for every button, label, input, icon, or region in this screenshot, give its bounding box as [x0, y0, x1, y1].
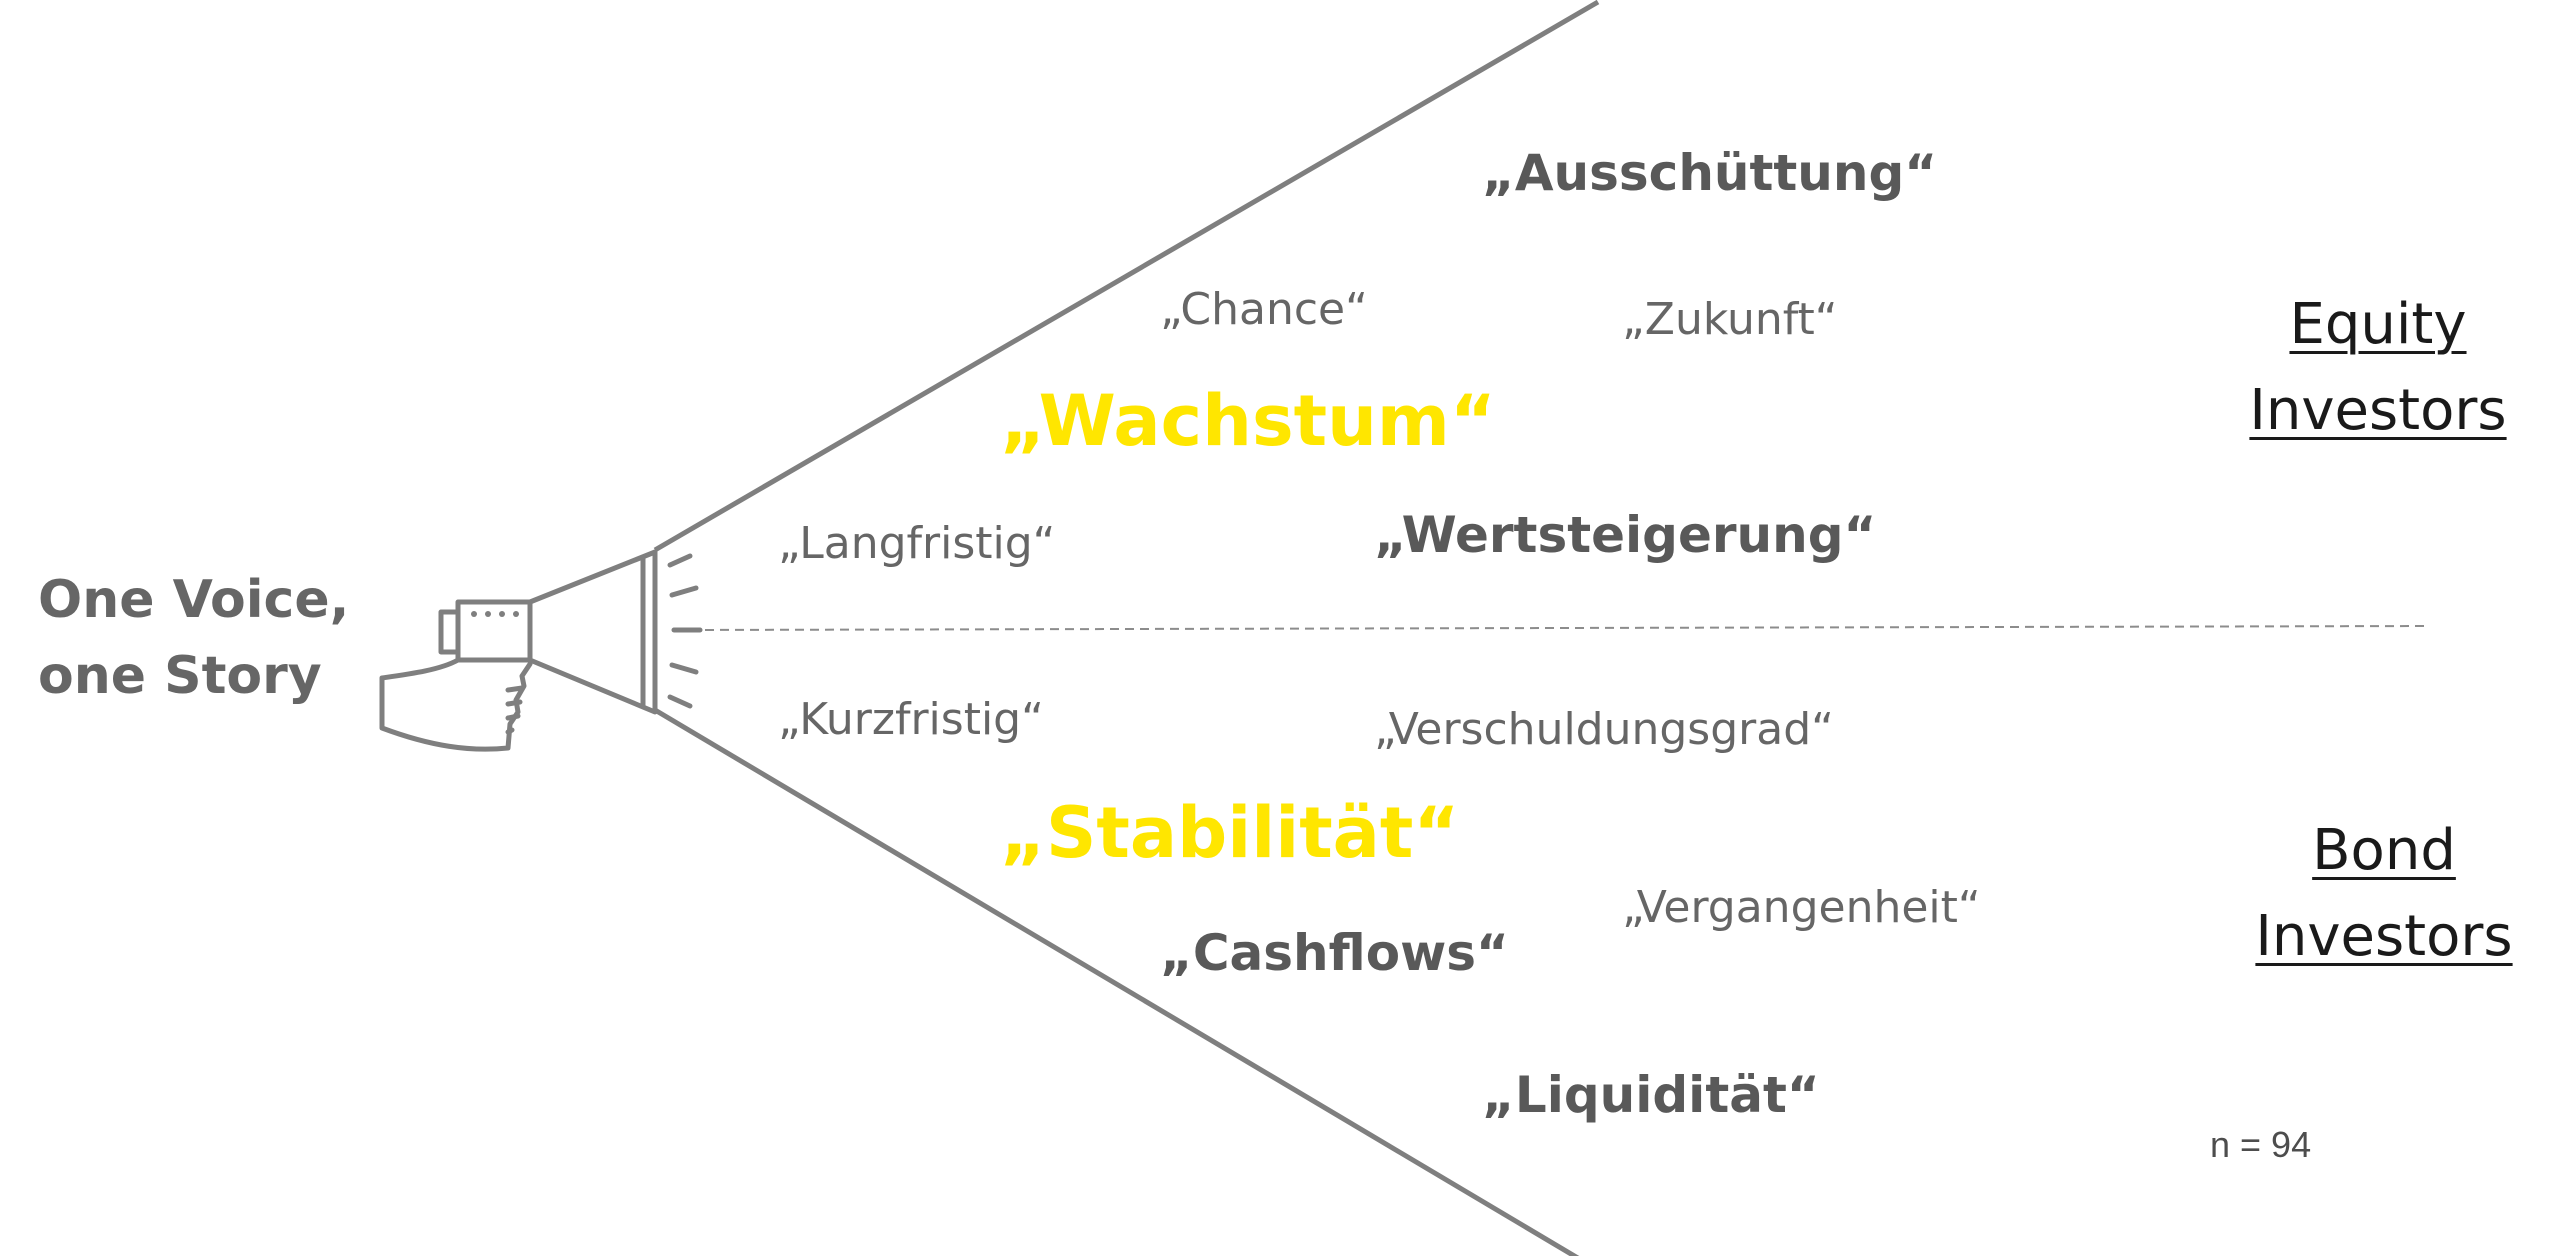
bond-label-line-2: Investors: [2255, 904, 2513, 969]
term-wertsteigerung: „Wertsteigerung“: [1374, 506, 1877, 564]
bond-label-line-1: Bond: [2312, 818, 2456, 883]
term-verschuldungsgrad: „Verschuldungsgrad“: [1374, 704, 1834, 755]
tagline-line-1: One Voice,: [38, 570, 350, 630]
term-chance: „Chance“: [1160, 284, 1368, 335]
cone-upper-line: [653, 0, 1600, 553]
term-vergangenheit: „Vergangenheit“: [1622, 882, 1981, 933]
term-stabilitaet: „Stabilität“: [1000, 792, 1460, 874]
term-langfristig: „Langfristig“: [778, 518, 1056, 569]
tagline-line-2: one Story: [38, 646, 322, 706]
bond-investors-label: Bond Investors: [2224, 808, 2544, 980]
term-zukunft: „Zukunft“: [1622, 294, 1838, 345]
sample-size: n = 94: [2210, 1124, 2312, 1165]
equity-label-line-1: Equity: [2289, 292, 2467, 357]
tagline: One Voice, one Story: [38, 562, 349, 714]
term-liquiditaet: „Liquidität“: [1482, 1066, 1820, 1124]
divider-line: [689, 625, 2431, 631]
term-ausschuettung: „Ausschüttung“: [1482, 144, 1938, 202]
cone-lower-line: [653, 707, 1580, 1256]
term-kurzfristig: „Kurzfristig“: [778, 694, 1044, 745]
term-cashflows: „Cashflows“: [1160, 924, 1509, 982]
megaphone-in-hand-icon: [379, 549, 703, 752]
equity-label-line-2: Investors: [2249, 378, 2507, 443]
term-wachstum: „Wachstum“: [1000, 380, 1496, 462]
equity-investors-label: Equity Investors: [2218, 282, 2538, 454]
